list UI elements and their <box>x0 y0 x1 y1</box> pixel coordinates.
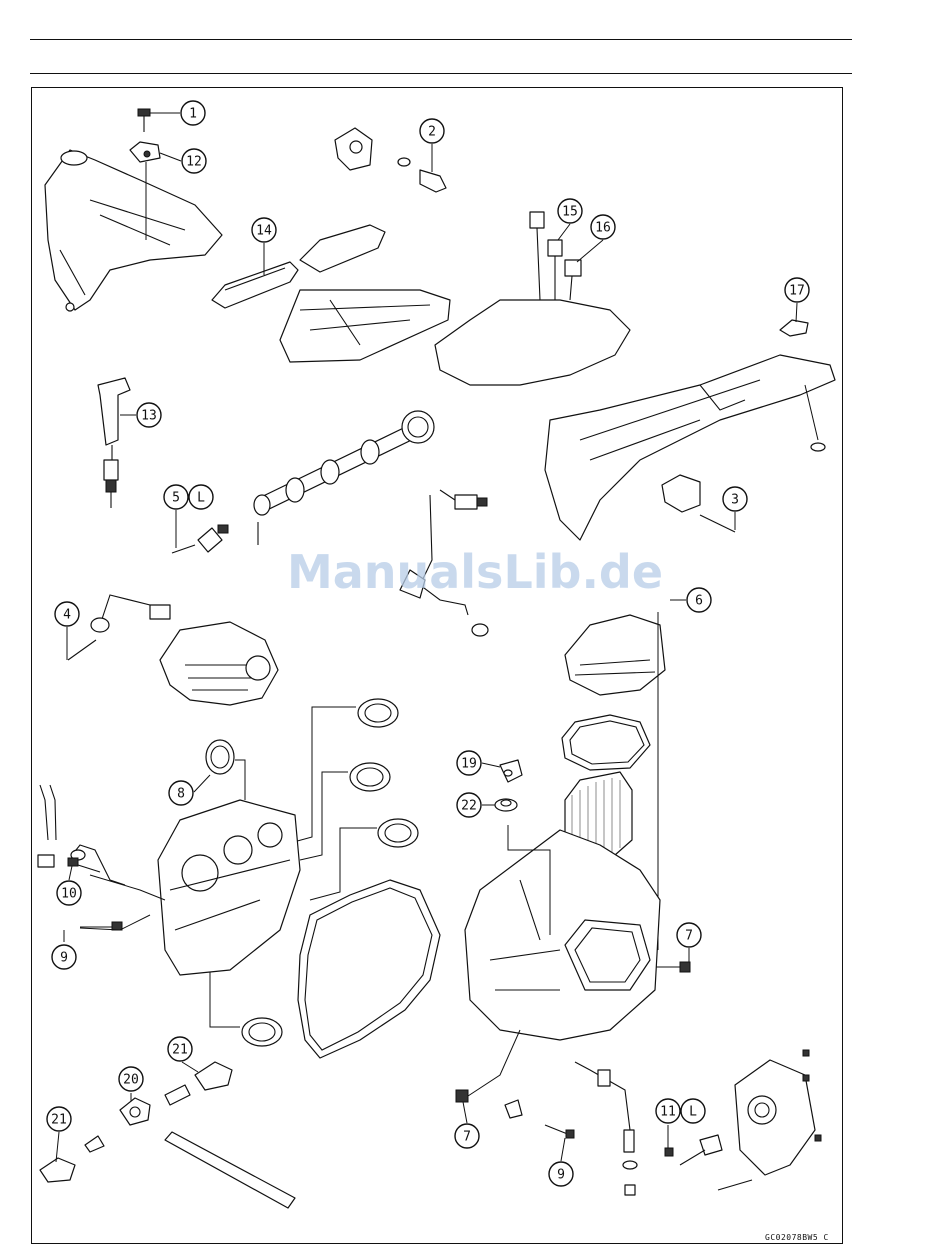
svg-text:2: 2 <box>428 125 436 140</box>
callout-11-locktite: L <box>681 1099 705 1123</box>
fitting-21-upper <box>195 1062 232 1090</box>
callout-16: 16 <box>591 215 615 239</box>
throttle-body-plate <box>158 800 300 975</box>
clamp-8 <box>206 740 245 800</box>
short-tube <box>165 1085 190 1105</box>
svg-text:14: 14 <box>256 224 272 239</box>
cover-14 <box>212 262 298 308</box>
watermark: ManualsLib.de <box>0 545 950 599</box>
svg-text:11: 11 <box>660 1105 676 1120</box>
svg-text:5: 5 <box>172 491 180 506</box>
svg-text:16: 16 <box>595 221 611 236</box>
callout-5-locktite: L <box>189 485 213 509</box>
ignition-coil-13 <box>98 378 130 508</box>
svg-text:1: 1 <box>189 107 197 122</box>
callout-12: 12 <box>182 149 206 173</box>
svg-text:7: 7 <box>685 929 693 944</box>
callout-leaders <box>56 113 797 1162</box>
svg-text:12: 12 <box>186 155 202 170</box>
callout-20: 20 <box>119 1067 143 1091</box>
callout-3: 3 <box>723 487 747 511</box>
bolt-7-bottom <box>456 1030 520 1102</box>
sensor-19-grommet-22 <box>495 760 522 811</box>
callout-7-right: 7 <box>677 923 701 947</box>
long-tube <box>165 1132 295 1208</box>
svg-text:9: 9 <box>60 951 68 966</box>
camshaft <box>254 411 434 545</box>
svg-text:10: 10 <box>61 887 77 902</box>
callout-5: 5 <box>164 485 188 509</box>
fitting-21-lower <box>40 1136 104 1182</box>
air-cleaner-housing <box>465 825 660 1040</box>
callout-15: 15 <box>558 199 582 223</box>
svg-text:21: 21 <box>172 1043 188 1058</box>
bolt-1 <box>138 109 150 132</box>
callout-1: 1 <box>181 101 205 125</box>
figure-code: GC02078BW5 C <box>765 1233 829 1242</box>
svg-text:20: 20 <box>123 1073 139 1088</box>
frame-upper-left <box>45 150 222 311</box>
svg-text:L: L <box>197 491 205 506</box>
callout-10: 10 <box>57 881 81 905</box>
bolts-9-10 <box>68 858 165 930</box>
callout-11: 11 <box>656 1099 680 1123</box>
callout-7-bottom: 7 <box>455 1124 479 1148</box>
callout-17: 17 <box>785 278 809 302</box>
callout-19: 19 <box>457 751 481 775</box>
cam-sensor-4 <box>68 595 170 660</box>
svg-text:13: 13 <box>141 409 157 424</box>
svg-text:21: 21 <box>51 1113 67 1128</box>
svg-text:7: 7 <box>463 1130 471 1145</box>
air-filter-gasket <box>562 715 650 770</box>
callout-9-left: 9 <box>52 945 76 969</box>
callout-21-lower: 21 <box>47 1107 71 1131</box>
svg-text:19: 19 <box>461 757 477 772</box>
svg-text:L: L <box>689 1105 697 1120</box>
svg-text:17: 17 <box>789 284 805 299</box>
bolt-7-right <box>656 962 690 972</box>
svg-text:8: 8 <box>177 787 185 802</box>
callout-21-upper: 21 <box>168 1037 192 1061</box>
fitting-20 <box>120 1098 150 1125</box>
svg-text:9: 9 <box>557 1168 565 1183</box>
callout-13: 13 <box>137 403 161 427</box>
svg-text:4: 4 <box>63 608 71 623</box>
gasket <box>298 880 440 1058</box>
callout-9-bottom: 9 <box>549 1162 573 1186</box>
callout-4: 4 <box>55 602 79 626</box>
svg-text:22: 22 <box>461 799 477 814</box>
callout-8: 8 <box>169 781 193 805</box>
svg-text:3: 3 <box>731 493 739 508</box>
cylinder-head <box>160 622 278 705</box>
tray-assembly <box>280 225 450 362</box>
svg-text:15: 15 <box>562 205 578 220</box>
hose-fittings-left <box>38 785 125 885</box>
callout-14: 14 <box>252 218 276 242</box>
callout-2: 2 <box>420 119 444 143</box>
callout-22: 22 <box>457 793 481 817</box>
